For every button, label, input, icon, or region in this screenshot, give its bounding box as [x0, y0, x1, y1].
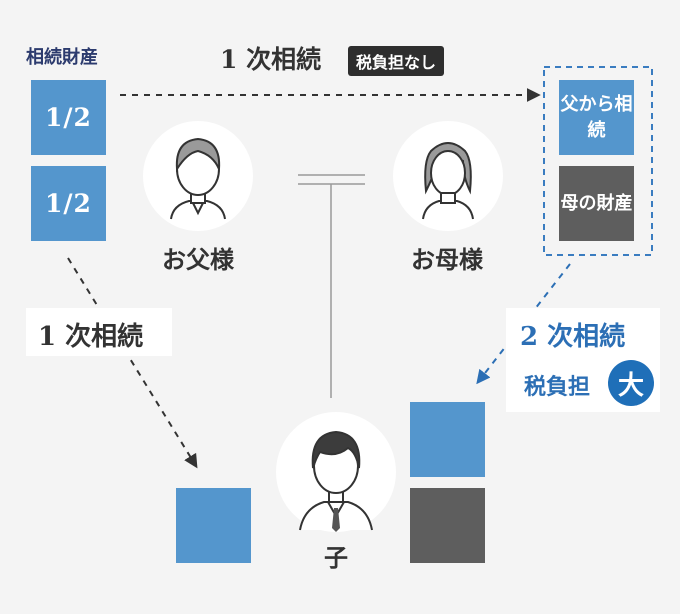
father-icon — [170, 137, 226, 220]
father-name: お父様 — [162, 245, 234, 274]
first-inherit-arrow-left — [67, 257, 198, 469]
child-first-inherit-box — [176, 488, 251, 563]
mother-assets-frame — [543, 66, 653, 256]
mother-name: お母様 — [411, 245, 483, 274]
asset-half-top: 1/2 — [31, 80, 106, 155]
first-inherit-left-panel — [26, 308, 172, 356]
first-inherit-left-label: 1 次相続 — [38, 322, 144, 352]
mother-icon — [422, 142, 474, 220]
child-avatar — [276, 412, 396, 532]
child-second-inherit-box-blue — [410, 402, 485, 477]
second-inherit-label: 2 次相続 — [520, 322, 626, 352]
assets-title: 相続財産 — [26, 47, 98, 68]
no-tax-badge: 税負担なし — [348, 46, 445, 76]
mother-avatar — [393, 121, 503, 231]
child-second-inherit-box-gray — [410, 488, 485, 563]
from-father-box: 父から相続 — [559, 80, 634, 155]
father-avatar — [143, 121, 253, 231]
child-icon — [299, 430, 373, 532]
asset-half-bottom: 1/2 — [31, 166, 106, 241]
first-inherit-top-label: 1 次相続 — [220, 45, 322, 74]
tax-burden-label: 税負担 — [524, 374, 591, 400]
large-badge: 大 — [608, 360, 654, 406]
mother-assets-box: 母の財産 — [559, 166, 634, 241]
child-name: 子 — [324, 543, 348, 572]
